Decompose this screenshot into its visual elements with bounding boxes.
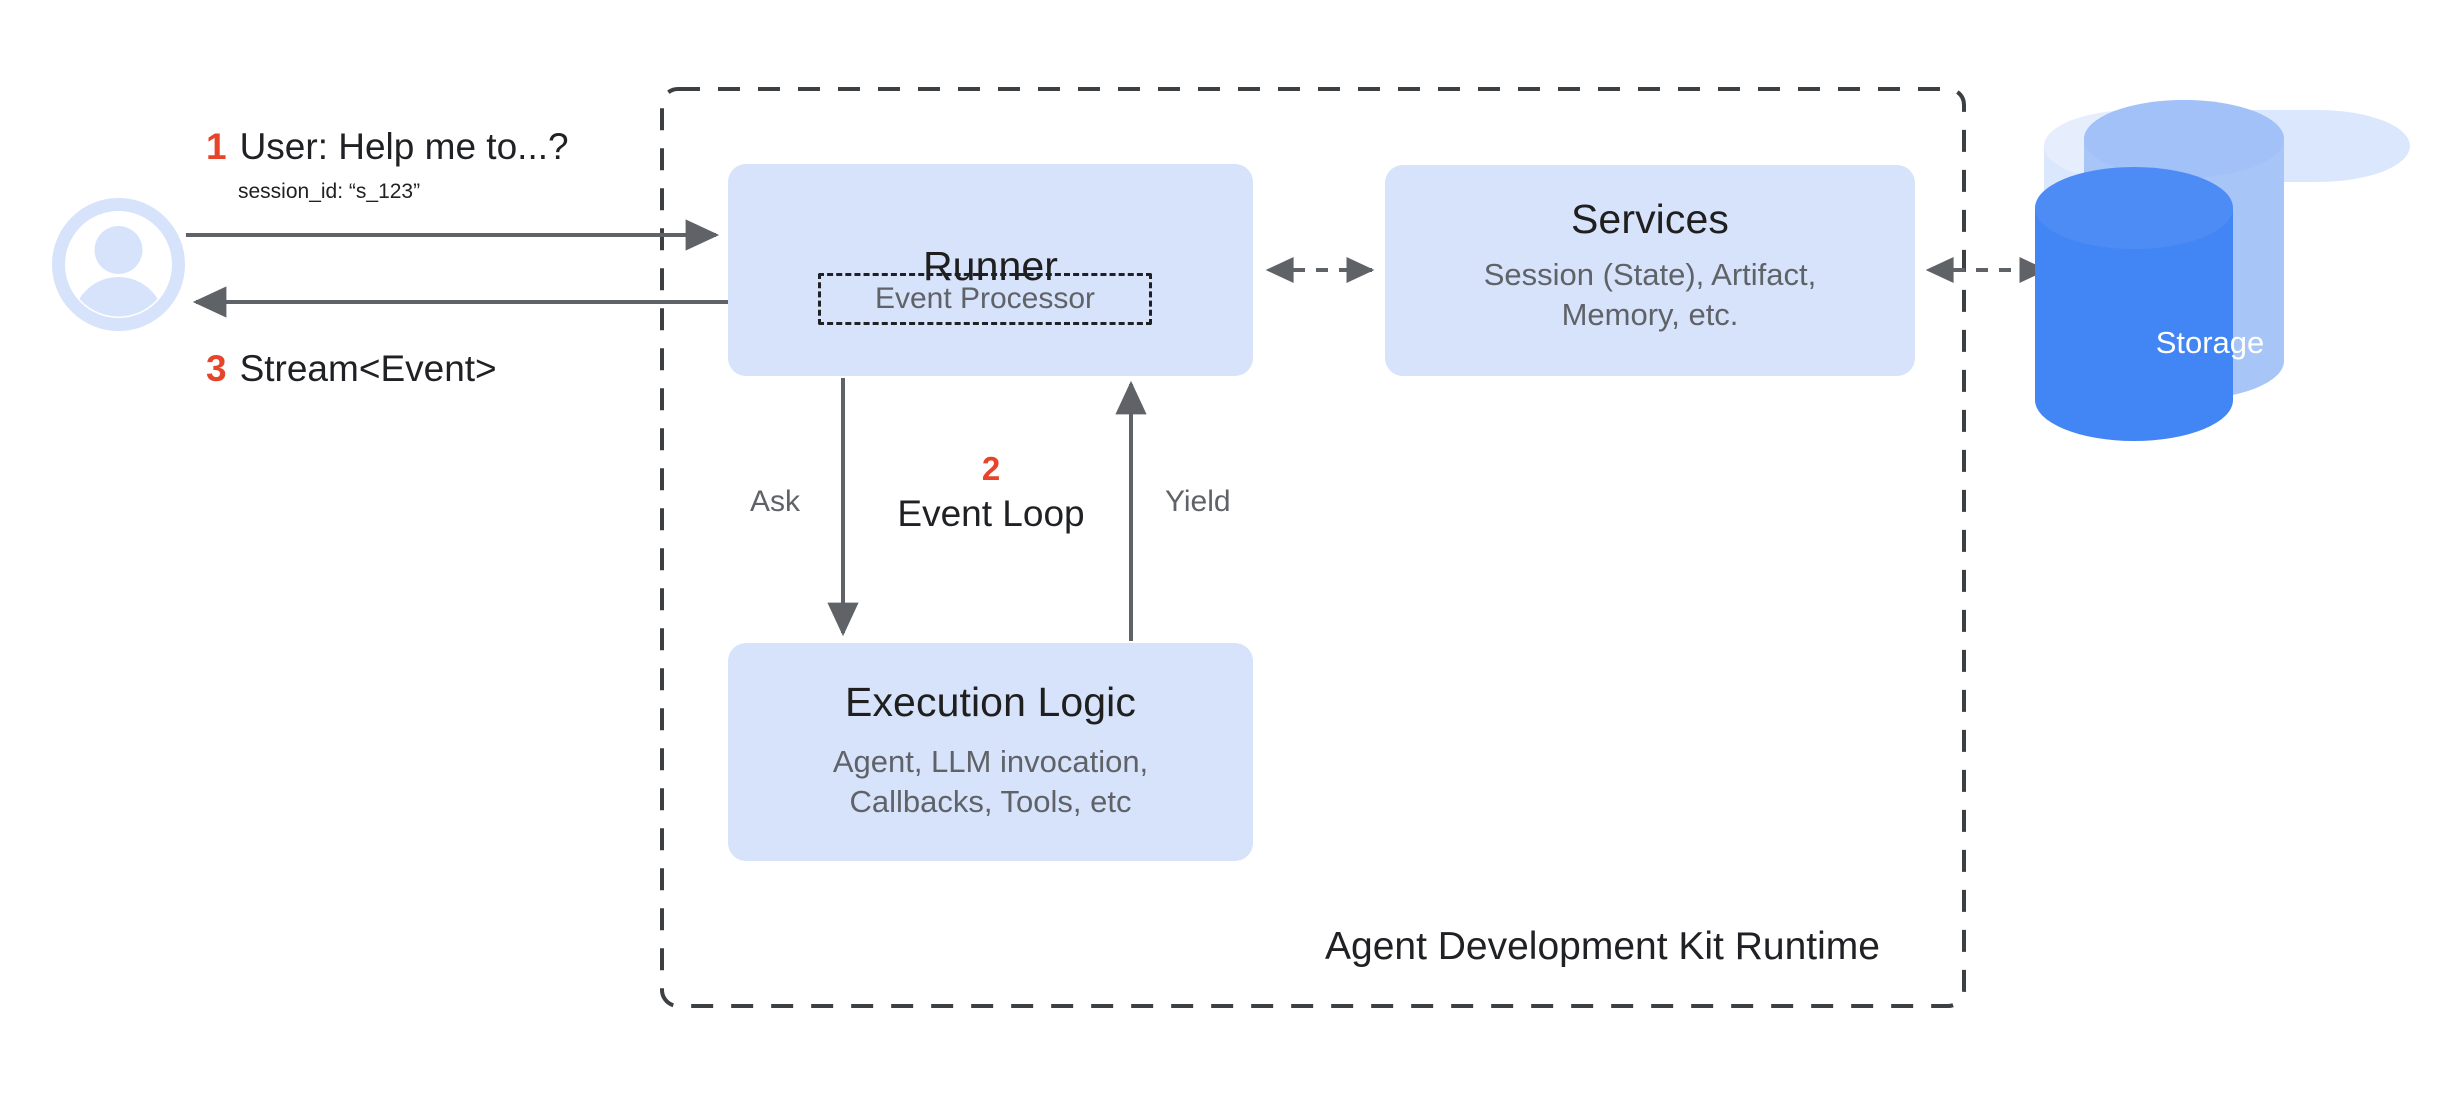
step-1-text: User: Help me to...?	[239, 126, 569, 167]
step-2-event-loop: 2 Event Loop	[846, 450, 1136, 535]
storage-cylinder-icon	[2035, 100, 2410, 441]
execution-logic-subtitle-line2: Callbacks, Tools, etc	[849, 783, 1132, 819]
services-subtitle-line2: Memory, etc.	[1561, 297, 1739, 333]
event-processor-box[interactable]: Event Processor	[818, 273, 1152, 325]
ask-label: Ask	[750, 485, 801, 518]
execution-logic-subtitle-line1: Agent, LLM invocation,	[832, 743, 1149, 779]
step-3-stream-response: 3 Stream<Event>	[206, 348, 497, 390]
services-title: Services	[1570, 196, 1729, 243]
runner-node[interactable]: Runner Event Processor	[728, 164, 1253, 376]
execution-logic-title: Execution Logic	[845, 678, 1136, 725]
yield-label: Yield	[1165, 485, 1231, 518]
user-avatar-icon	[52, 198, 185, 331]
session-id-label: session_id: “s_123”	[238, 180, 421, 203]
step-1-number: 1	[206, 126, 227, 167]
step-1-user-request: 1 User: Help me to...?	[206, 126, 569, 168]
step-3-number: 3	[206, 348, 227, 389]
event-processor-label: Event Processor	[874, 282, 1096, 315]
runtime-boundary-label: Agent Development Kit Runtime	[1325, 925, 1880, 968]
storage-label: Storage	[2155, 325, 2265, 360]
step-3-text: Stream<Event>	[239, 348, 497, 389]
services-subtitle: Session (State), Artifact, Memory, etc.	[1484, 255, 1817, 334]
execution-logic-subtitle: Agent, LLM invocation, Callbacks, Tools,…	[833, 742, 1148, 821]
execution-logic-node[interactable]: Execution Logic Agent, LLM invocation, C…	[728, 643, 1253, 861]
services-node[interactable]: Services Session (State), Artifact, Memo…	[1385, 165, 1915, 376]
step-2-number: 2	[981, 450, 1001, 487]
services-subtitle-line1: Session (State), Artifact,	[1483, 257, 1817, 293]
runner-title: Runner	[922, 243, 1059, 290]
step-2-text: Event Loop	[897, 492, 1085, 534]
